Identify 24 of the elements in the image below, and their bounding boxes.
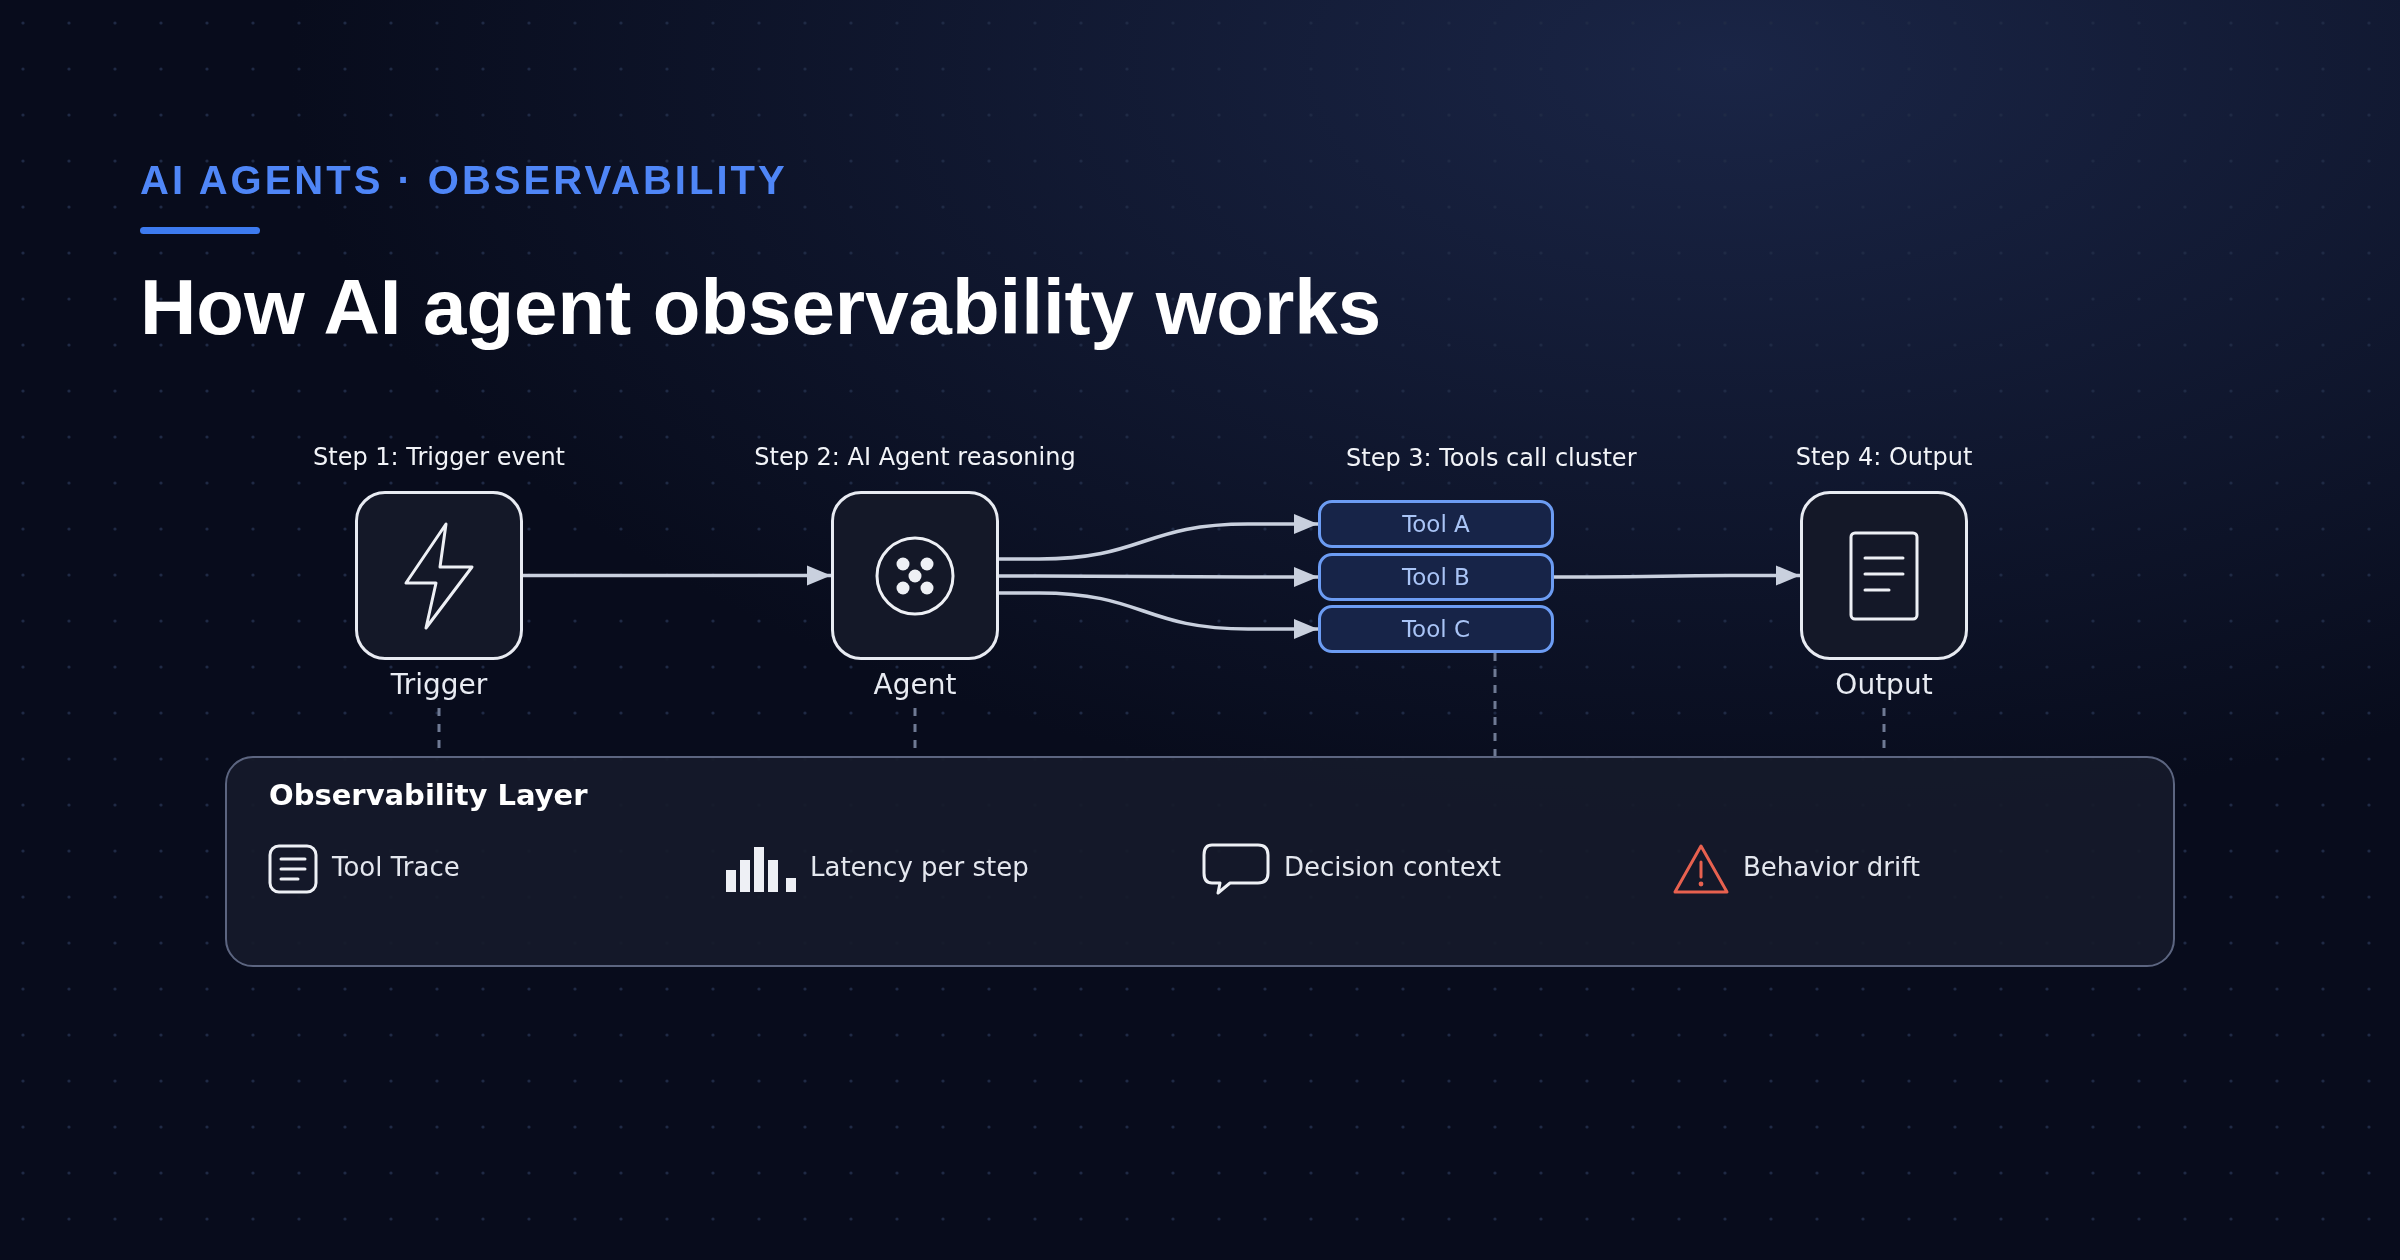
step-heading: Step 4: Output (1795, 443, 1973, 471)
panel-heading: Observability Layer (269, 778, 588, 812)
tool-box: Tool C (1318, 605, 1554, 653)
metric-label: Behavior drift (1743, 852, 1921, 882)
step-heading: Step 1: Trigger event (313, 443, 565, 471)
step-heading: Step 3: Tools call cluster (1346, 444, 1637, 472)
step-heading: Step 2: AI Agent reasoning (754, 443, 1076, 471)
step-caption: Agent (873, 667, 957, 701)
kicker-heading: AI AGENTS · OBSERVABILITY (140, 158, 788, 203)
arrow (999, 591, 1318, 639)
step-caption: Trigger (390, 667, 488, 701)
arrow (523, 565, 831, 586)
metric-label: Tool Trace (332, 852, 460, 882)
dashed-connector (1493, 653, 1497, 756)
layer-panel (225, 756, 2175, 967)
arrow (999, 514, 1318, 561)
tool-box: Tool A (1318, 500, 1554, 548)
metric-label: Latency per step (810, 852, 1029, 882)
arrow (1554, 565, 1800, 586)
arrow (999, 567, 1318, 587)
tool-box: Tool B (1318, 553, 1554, 601)
step-caption: Output (1835, 667, 1933, 701)
title: How AI agent observability works (140, 262, 1382, 353)
metric-label: Decision context (1284, 852, 1501, 882)
